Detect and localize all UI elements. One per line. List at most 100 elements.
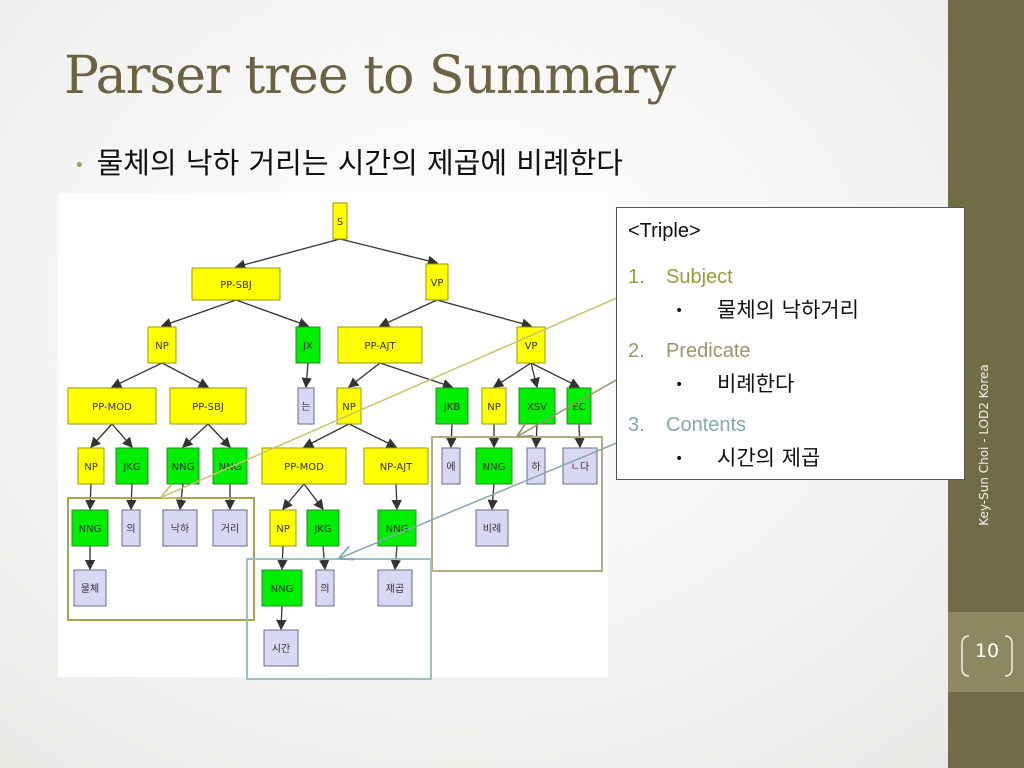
item-number: 3. xyxy=(628,414,645,436)
tree-node-ppsbj2: PP-SBJ xyxy=(169,387,247,425)
tree-node-label: NNG xyxy=(172,462,195,473)
tree-node-label: 하 xyxy=(531,460,540,473)
tree-node-label: JKG xyxy=(122,462,140,473)
tree-node-box xyxy=(518,387,556,425)
tree-node-box xyxy=(566,387,592,425)
triple-item-subject: 1.Subject xyxy=(628,266,733,289)
item-label: Predicate xyxy=(666,340,751,362)
tree-edge xyxy=(110,362,163,388)
tree-node-box xyxy=(481,387,507,425)
tree-node-ppmod1: PP-MOD xyxy=(67,387,157,425)
bullet-text: 물체의 낙하 거리는 시간의 제곱에 비례한다 xyxy=(96,146,623,180)
tree-node-xsv: XSV xyxy=(518,387,556,425)
tree-edge xyxy=(378,299,438,327)
tree-node-jx: JX xyxy=(295,326,321,364)
triple-subject-value: • 물체의 낙하거리 xyxy=(675,294,859,324)
tree-node-label: NP xyxy=(342,402,356,413)
item-value: 비례한다 xyxy=(717,372,795,396)
tree-edge xyxy=(492,362,532,388)
tree-node-jegop: 제곱 xyxy=(377,569,413,607)
tree-node-nng6: NNG xyxy=(261,569,303,607)
tree-node-nng2: NNG xyxy=(212,447,248,485)
sub-bullet-icon: • xyxy=(675,377,684,393)
tree-node-label: JKB xyxy=(443,402,461,413)
tree-edge xyxy=(348,423,398,448)
item-number: 2. xyxy=(628,340,645,362)
tree-node-box xyxy=(191,267,281,301)
tree-node-sigan: 시간 xyxy=(263,629,299,667)
tree-node-label: 의 xyxy=(126,523,135,535)
slide-title: Parser tree to Summary xyxy=(64,46,676,106)
tree-node-box xyxy=(295,326,321,364)
tree-edge xyxy=(530,362,581,388)
sub-bullet-icon: • xyxy=(675,303,684,319)
tree-node-box xyxy=(332,202,348,240)
subject-connector xyxy=(162,278,661,497)
tree-node-box xyxy=(337,326,423,364)
item-value: 물체의 낙하거리 xyxy=(717,298,859,322)
tree-node-box xyxy=(475,447,513,485)
tree-node-box xyxy=(212,509,248,547)
tree-node-jkg1: JKG xyxy=(115,447,149,485)
tree-node-mulche: 물체 xyxy=(73,569,107,607)
tree-node-label: JX xyxy=(302,341,313,352)
triple-item-contents: 3.Contents xyxy=(628,414,746,437)
tree-node-nakha: 낙하 xyxy=(162,509,198,547)
tree-node-label: 의 xyxy=(320,583,329,595)
tree-node-nng1: NNG xyxy=(166,447,200,485)
tree-edge xyxy=(282,483,305,510)
tree-edge xyxy=(235,299,310,328)
tree-node-neun: 는 xyxy=(297,387,315,425)
tree-node-label: 물체 xyxy=(81,583,99,595)
triple-predicate-value: • 비례한다 xyxy=(675,368,794,398)
tree-node-box xyxy=(71,509,109,547)
triple-title: <Triple> xyxy=(628,220,701,242)
tree-node-box xyxy=(67,387,157,425)
tree-node-box xyxy=(441,447,461,485)
tree-edge xyxy=(276,605,287,631)
tree-node-ui1: 의 xyxy=(121,509,141,547)
tree-node-box xyxy=(269,509,297,547)
tree-edge xyxy=(436,299,533,329)
tree-node-ui2: 의 xyxy=(315,569,335,607)
tree-node-box xyxy=(162,509,198,547)
tree-node-box xyxy=(261,569,303,607)
tree-node-label: 는 xyxy=(301,401,310,413)
sub-bullet-icon: • xyxy=(675,451,684,467)
tree-node-np3: NP xyxy=(481,387,507,425)
tree-node-vp1: VP xyxy=(425,263,449,301)
bullet-dot-icon: • xyxy=(74,154,85,176)
tree-node-label: VP xyxy=(525,341,538,352)
tree-node-label: PP-SBJ xyxy=(192,402,224,413)
tree-node-label: NNG xyxy=(271,584,294,595)
tree-node-label: NP-AJT xyxy=(380,462,413,473)
triple-box: <Triple> 1.Subject • 물체의 낙하거리 2. Predicate… xyxy=(616,207,965,480)
tree-edge xyxy=(182,423,209,448)
tree-node-label: S xyxy=(337,217,343,228)
tree-node-ec: EC xyxy=(566,387,592,425)
tree-edge xyxy=(90,423,113,448)
tree-node-box xyxy=(306,509,340,547)
tree-node-box xyxy=(297,387,315,425)
tree-node-ppajt: PP-AJT xyxy=(337,326,423,364)
tree-node-label: 에 xyxy=(446,461,455,473)
tree-node-e: 에 xyxy=(441,447,461,485)
tree-node-box xyxy=(261,447,347,485)
tree-edge xyxy=(319,545,330,571)
tree-edge xyxy=(207,423,231,448)
tree-node-np5: NP xyxy=(269,509,297,547)
tree-edge xyxy=(161,362,210,388)
item-number: 1. xyxy=(628,266,645,288)
tree-node-geori: 거리 xyxy=(212,509,248,547)
tree-node-box xyxy=(212,447,248,485)
tree-node-box xyxy=(315,569,335,607)
tree-edge xyxy=(234,238,341,270)
tree-node-s: S xyxy=(332,202,348,240)
tree-node-box xyxy=(475,509,509,547)
tree-node-box xyxy=(516,326,546,364)
item-value: 시간의 제곱 xyxy=(717,446,821,470)
tree-edge xyxy=(160,299,237,328)
tree-node-label: PP-MOD xyxy=(284,462,324,473)
tree-node-nng4: NNG xyxy=(71,509,109,547)
